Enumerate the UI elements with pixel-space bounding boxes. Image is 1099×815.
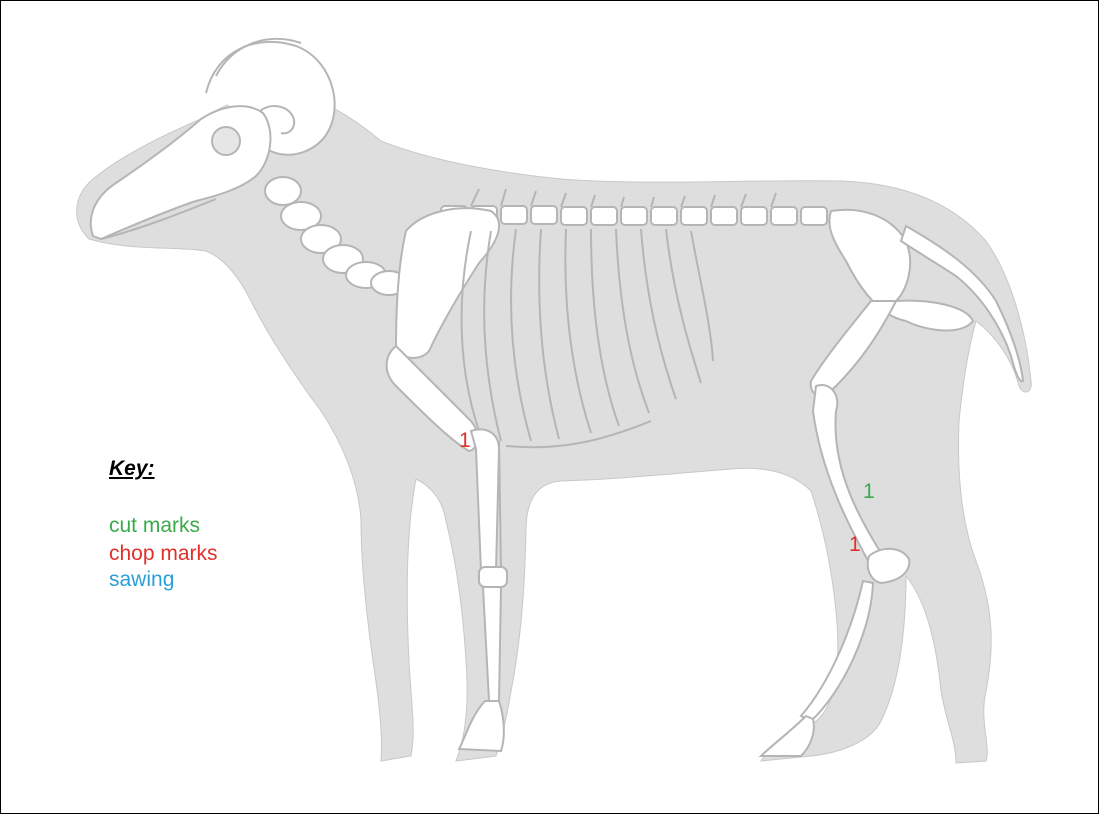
- chop-mark-tibia: 1: [849, 533, 861, 557]
- key-title: Key:: [109, 457, 155, 481]
- key-sawing-label: sawing: [109, 568, 174, 593]
- chop-mark-humerus: 1: [459, 429, 471, 453]
- cut-mark-tibia: 1: [863, 480, 875, 504]
- key-chop-marks-label: chop marks: [109, 542, 218, 566]
- key-cut-marks-label: cut marks: [109, 514, 200, 538]
